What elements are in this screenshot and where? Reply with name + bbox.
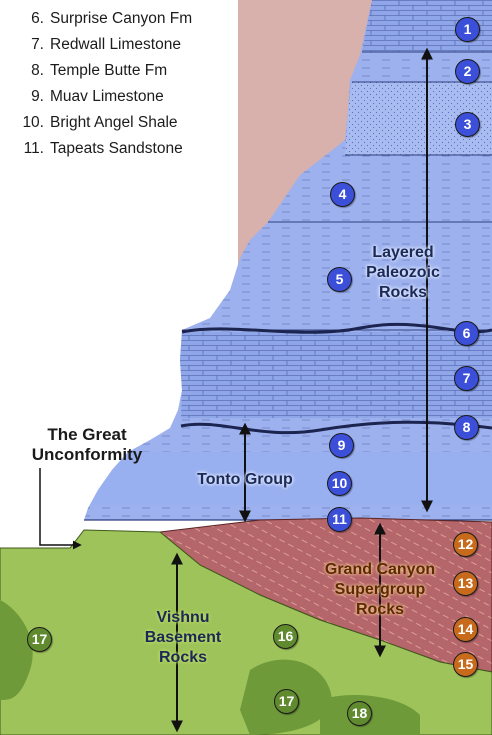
layer-7-band [180, 332, 492, 418]
badge-14: 14 [453, 617, 478, 642]
legend-item: 9.Muav Limestone [18, 88, 164, 106]
badge-18: 18 [347, 701, 372, 726]
legend-item: 8.Temple Butte Fm [18, 62, 167, 80]
legend-item: 7.Redwall Limestone [18, 36, 181, 54]
legend-item: 6.Surprise Canyon Fm [18, 10, 192, 28]
badge-11: 11 [327, 507, 352, 532]
badge-9: 9 [329, 433, 354, 458]
unconformity-arrow [40, 468, 80, 545]
badge-7: 7 [454, 366, 479, 391]
badge-10: 10 [327, 471, 352, 496]
supergroup-label: Grand Canyon Supergroup Rocks [310, 560, 450, 620]
tonto-group-label: Tonto Group [185, 470, 305, 490]
badge-3: 3 [455, 112, 480, 137]
legend-item: 11.Tapeats Sandstone [18, 140, 183, 158]
badge-16: 16 [273, 624, 298, 649]
badge-4: 4 [330, 182, 355, 207]
badge-12: 12 [453, 532, 478, 557]
badge-2: 2 [455, 59, 480, 84]
layered-paleozoic-label: Layered Paleozoic Rocks [348, 243, 458, 303]
unconformity-label: The Great Unconformity [22, 425, 152, 465]
badge-6: 6 [454, 321, 479, 346]
legend-item: 10.Bright Angel Shale [18, 114, 178, 132]
formation-legend: 6.Surprise Canyon Fm 7.Redwall Limestone… [0, 0, 238, 172]
badge-13: 13 [453, 571, 478, 596]
badge-15: 15 [453, 652, 478, 677]
badge-17-left: 17 [27, 627, 52, 652]
badge-5: 5 [327, 267, 352, 292]
badge-17: 17 [274, 689, 299, 714]
badge-1: 1 [455, 17, 480, 42]
vishnu-basement-label: Vishnu Basement Rocks [128, 608, 238, 668]
badge-8: 8 [454, 415, 479, 440]
